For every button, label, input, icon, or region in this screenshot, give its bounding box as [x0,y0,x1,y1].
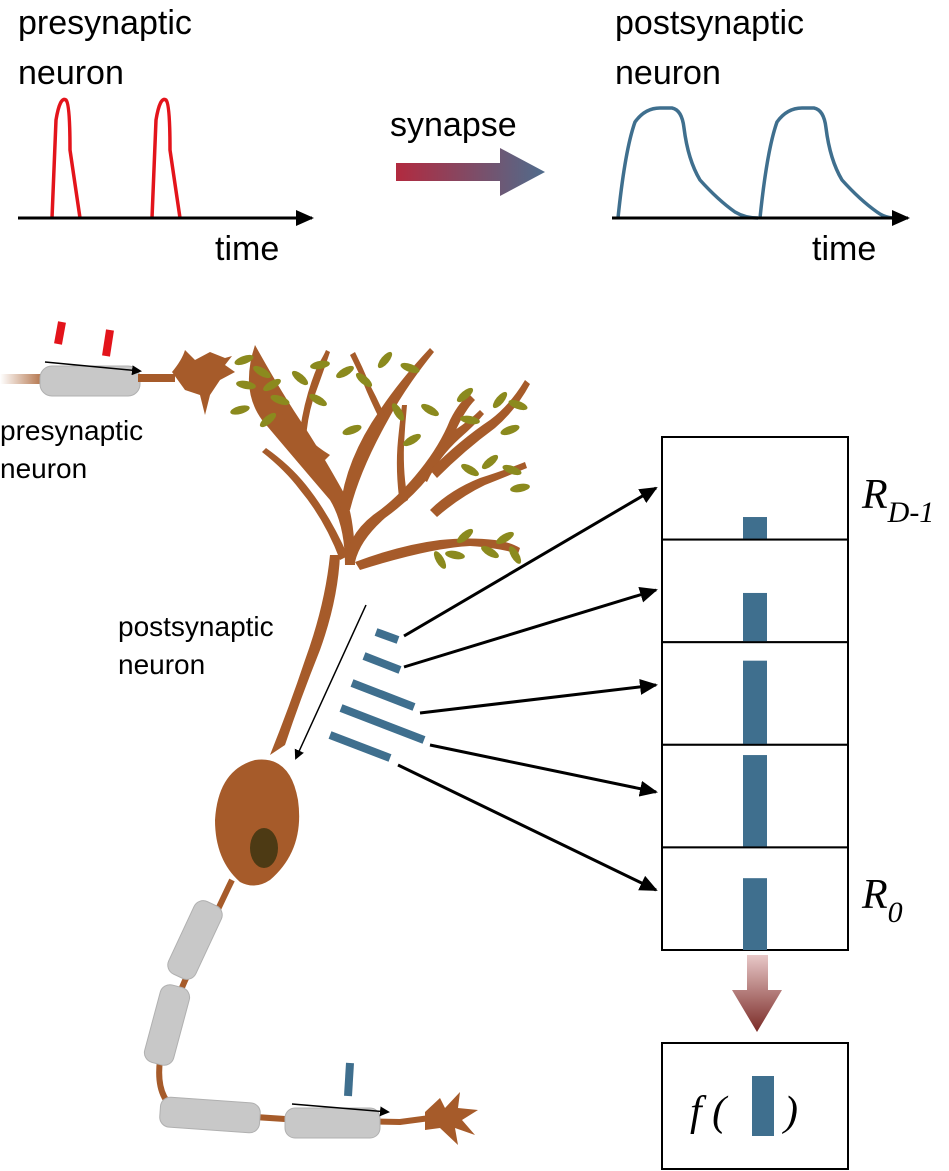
synapse-arrow [396,148,545,196]
presynaptic-title-line1: presynaptic [18,4,192,42]
mapping-arrow-1 [403,486,658,638]
presynaptic-tick-2 [102,329,114,357]
register-bar [743,517,767,540]
mapping-arrows [397,486,658,892]
presynaptic-neuron-label-line2: neuron [0,453,87,484]
postsynaptic-terminal [425,1092,478,1145]
mapping-arrow-4 [429,743,658,797]
postsynaptic-time-label: time [812,230,876,268]
segment-3 [350,679,416,711]
mapping-arrow-2 [403,587,658,669]
presynaptic-time-label: time [215,230,279,268]
segment-4 [339,704,426,744]
postsynaptic-response-2 [758,106,896,220]
mapping-arrow-3 [419,678,658,715]
postsynaptic-response-1 [616,106,759,220]
dendritic-spines [230,351,530,569]
register-top-label: RD-1 [861,472,934,529]
soma [215,759,300,886]
function-suffix: ) [782,1089,798,1135]
postsynaptic-neuron-label-line1: postsynaptic [118,611,274,642]
register-bottom-label-sub: 0 [888,896,903,929]
function-box: f ( ) [661,1042,849,1170]
presynaptic-title-line2: neuron [18,54,124,92]
postsynaptic-title-line2: neuron [615,54,721,92]
mapping-arrow-5 [397,763,658,892]
myelin-segment-2 [143,984,191,1066]
output-spike-tick [344,1062,354,1097]
presynaptic-tick-1 [54,321,66,345]
dendrite-flow-arrow [294,604,367,760]
function-argument-bar [752,1076,774,1136]
segment-5 [328,731,392,762]
presynaptic-axon-fade [0,374,50,384]
dendrite-tree [248,345,530,570]
myelin-segment-1 [167,900,223,980]
output-direction-arrow [291,1103,390,1117]
function-prefix: f ( [690,1089,729,1135]
presynaptic-neuron-label-line1: presynaptic [0,415,143,446]
presynaptic-trace-panel: presynaptic neuron time [18,4,314,268]
neuron-illustration [0,321,530,1145]
presynaptic-direction-arrow [44,361,142,376]
register-bar [743,592,767,643]
presynaptic-spike-2 [150,97,182,219]
postsynaptic-neuron-label-line2: neuron [118,649,205,680]
myelin-segment-4 [284,1107,381,1139]
register-bottom-label-main: R [861,872,888,918]
register-bottom-label: R0 [861,872,903,929]
synapse-arrow-group: synapse [390,106,545,196]
segment-1 [374,628,400,644]
register-top-label-sub: D-1 [887,496,935,529]
register-top-label-main: R [861,472,888,518]
register-bar [743,660,767,745]
readout-arrow [732,955,782,1032]
postsynaptic-trace-panel: postsynaptic neuron time [612,4,910,268]
presynaptic-myelin [39,365,141,397]
register-bar [743,878,767,950]
temporal-segments [328,628,426,762]
synapse-label: synapse [390,106,517,144]
segment-2 [362,652,402,674]
register-bar [743,755,767,848]
presynaptic-terminal [172,350,235,415]
apical-dendrite [270,555,340,755]
presynaptic-spike-1 [50,97,82,219]
register-stack [661,436,849,952]
myelin-segment-3 [159,1096,261,1134]
postsynaptic-title-line1: postsynaptic [615,4,804,42]
nucleus [250,828,278,868]
